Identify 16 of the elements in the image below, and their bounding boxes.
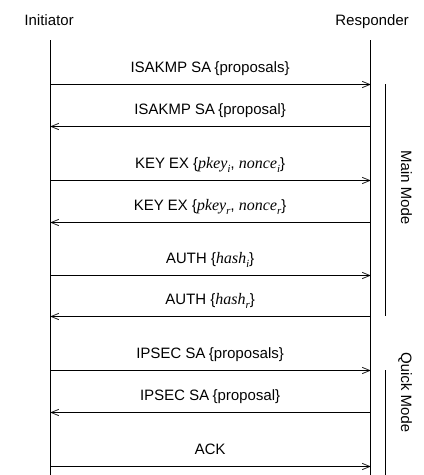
- message-label: ISAKMP SA {proposals}: [128, 59, 292, 77]
- message-arrow: [50, 176, 370, 184]
- lifeline: [370, 40, 371, 475]
- message-arrow: [50, 80, 370, 88]
- message-arrow: [50, 408, 370, 416]
- message-arrow: [50, 272, 370, 280]
- phase-label: Main Mode: [396, 150, 414, 224]
- participant-label: Initiator: [4, 10, 94, 32]
- message-arrow: [50, 462, 370, 470]
- message-arrow: [50, 218, 370, 226]
- message-arrow: [50, 366, 370, 374]
- participant-label: Responder: [324, 10, 420, 32]
- message-arrow: [50, 312, 370, 320]
- lifeline: [50, 40, 51, 475]
- message-arrow: [50, 122, 370, 130]
- phase-label: Quick Mode: [396, 352, 414, 432]
